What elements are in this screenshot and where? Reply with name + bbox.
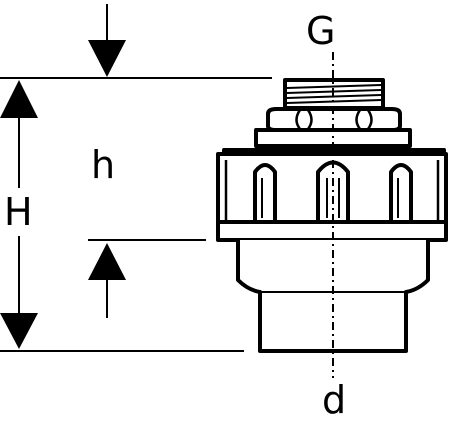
overall-height-label: H: [4, 190, 33, 234]
pipe-diameter-label: d: [322, 378, 347, 422]
union-nut-slot-inner: [261, 178, 399, 218]
H-arrow-head-top: [0, 80, 38, 118]
mid-arrow-head: [88, 243, 126, 280]
H-arrow-head-bottom: [0, 313, 38, 349]
transition-cone: [236, 240, 430, 353]
union-nut-inner-edges: [224, 160, 440, 220]
insertion-depth-label: h: [91, 143, 116, 187]
top-arrow-head: [88, 40, 126, 77]
hex-nut-facets: [295, 109, 373, 130]
thread-size-label: G: [306, 9, 336, 53]
